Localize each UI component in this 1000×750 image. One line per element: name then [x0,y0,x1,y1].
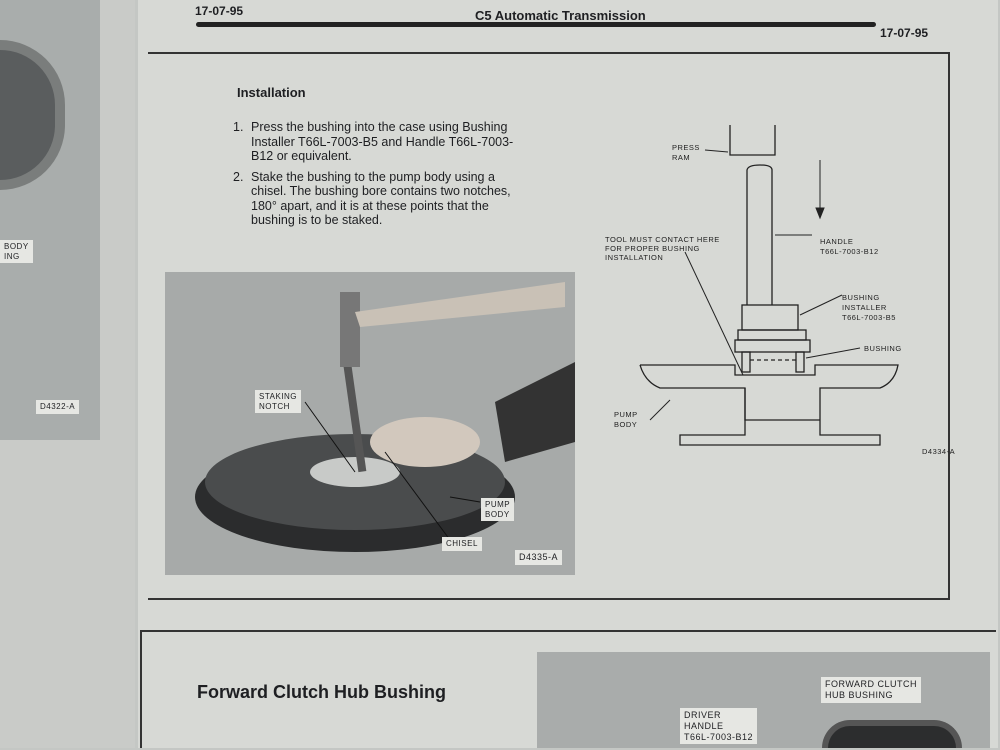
press-ram-label: RAM [672,153,690,162]
figure-id: D4322-A [36,400,80,414]
installer-collar [734,339,811,353]
step: 2. Stake the bushing to the pump body usi… [233,170,523,228]
handle-label: HANDLE [820,237,853,246]
label-line: STAKING [259,392,298,401]
installation-box [148,52,950,600]
leader-line [449,496,481,503]
figure-id: D4335-A [515,550,563,565]
installer-label: INSTALLER [842,303,887,312]
forward-clutch-box [140,630,996,748]
pump-body-shape [639,364,899,446]
label-line: FORWARD CLUTCH [825,679,917,689]
installer-shape [741,304,799,331]
pump-body-label: PUMP [614,410,638,419]
handle-label: T66L-7003-B12 [820,247,879,256]
tool-contact-label: TOOL MUST CONTACT HERE [605,235,720,244]
installation-steps: 1. Press the bushing into the case using … [233,120,523,234]
page-header-title: C5 Automatic Transmission [475,8,646,23]
header-rule [196,22,876,27]
leader-line [304,401,356,473]
tool-contact-label: FOR PROPER BUSHING [605,244,700,253]
hub-shape [822,720,962,748]
bushing-label: BUSHING [864,344,902,353]
chisel-label: CHISEL [442,537,482,551]
press-ram-label: PRESS [672,143,700,152]
chisel-shape [341,352,367,473]
page-number-right: 17-07-95 [880,26,929,40]
photo-illustration [195,282,575,552]
step-text: Stake the bushing to the pump body using… [251,169,511,228]
installer-label: T66L-7003-B5 [842,313,896,322]
handle-shape [746,164,773,305]
press-ram [729,125,776,156]
pump-body-label: BODY [614,420,637,429]
label-line: NOTCH [259,401,290,411]
figure-id: D4334-A [922,447,955,456]
label-line: PUMP [485,500,511,509]
label-line: DRIVER [684,710,722,720]
hammer-head [340,292,360,367]
label-line: BODY [4,242,29,251]
label-line: T66L-7003-B12 [684,731,754,742]
page-number-left: 17-07-95 [195,4,244,18]
pump-photo-part [0,40,65,190]
tool-contact-label: INSTALLATION [605,253,663,262]
label-line: HANDLE [684,720,724,731]
installer-label: BUSHING [842,293,880,302]
section-title: Installation [237,85,306,100]
label-line: BODY [485,509,510,519]
step: 1. Press the bushing into the case using … [233,120,523,164]
label-line: ING [4,251,20,261]
label-line: HUB BUSHING [825,689,894,700]
hand [370,417,480,467]
bushing-installation-diagram: PRESS RAM TOOL MUST CONTACT HERE FOR PRO… [605,125,955,456]
step-number: 2. [233,169,244,184]
step-text: Press the bushing into the case using Bu… [251,120,514,163]
leader-line [384,451,451,541]
section-title: Forward Clutch Hub Bushing [197,682,446,702]
step-number: 1. [233,120,244,134]
